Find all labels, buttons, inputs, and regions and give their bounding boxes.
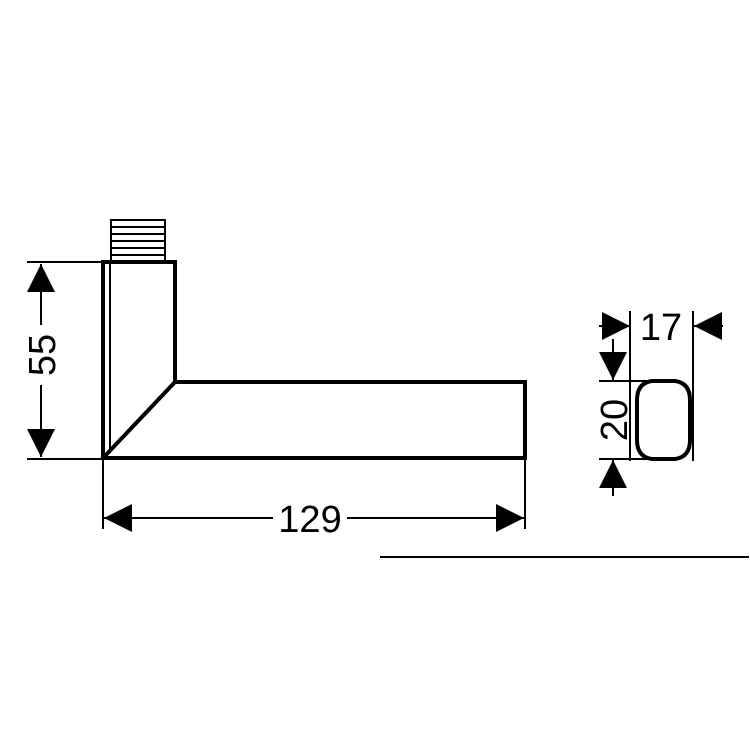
lever-handle-side-view: [100, 219, 527, 461]
dimension-label-length: 129: [278, 499, 341, 541]
cross-section-outline: [635, 379, 692, 461]
arrow-left-icon: [694, 312, 722, 340]
arrow-right-icon: [602, 312, 630, 340]
label-mask: [24, 325, 58, 385]
handle-body-outline: [101, 260, 527, 460]
handle-cross-section: [635, 379, 692, 461]
spindle-neck: [110, 219, 166, 263]
dimension-section-width: 17: [599, 307, 723, 461]
dimension-label-section-height: 20: [594, 399, 636, 441]
dimension-height: 55: [22, 261, 104, 460]
arrow-left-icon: [104, 504, 132, 532]
arrow-up-icon: [27, 264, 55, 292]
arrow-right-icon: [496, 504, 524, 532]
arrow-down-icon: [599, 352, 627, 380]
dimension-section-height: 20: [594, 339, 653, 496]
handle-bevel-line: [100, 379, 178, 461]
arrow-up-icon: [599, 460, 627, 488]
dimension-label-height: 55: [22, 334, 64, 376]
dimension-label-section-width: 17: [640, 307, 682, 349]
arrow-down-icon: [27, 429, 55, 457]
dimension-length: 129: [102, 457, 526, 541]
